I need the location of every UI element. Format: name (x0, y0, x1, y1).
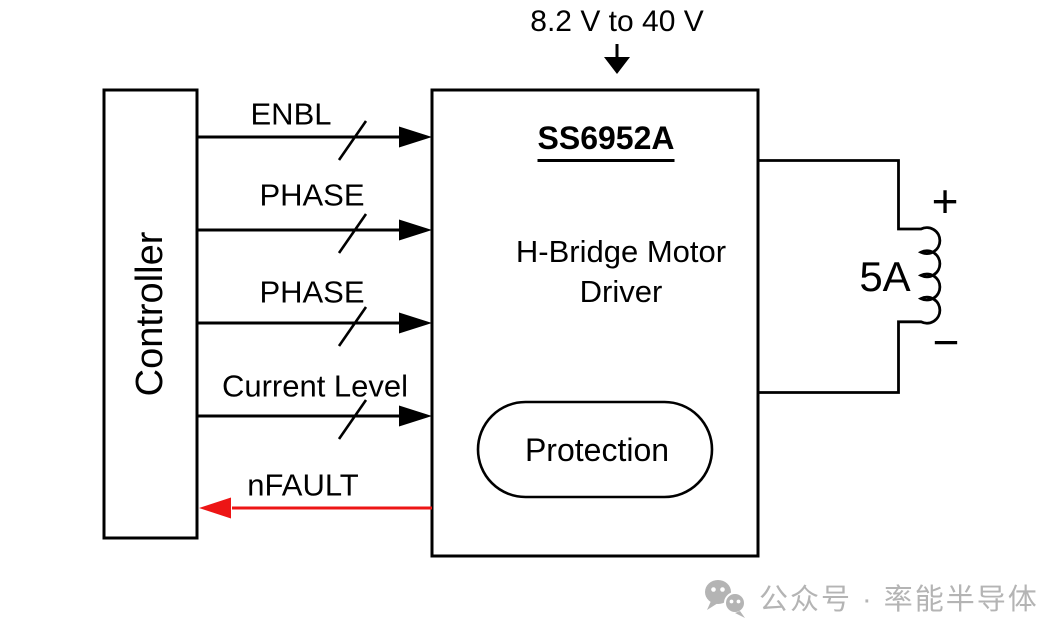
current-level-bus-slash (337, 399, 368, 440)
watermark: 公众号 · 率能半导体 (704, 579, 1039, 621)
wechat-icon-big-tail (707, 601, 718, 610)
wechat-icon-big-eye-right (720, 587, 725, 592)
load-polarity-minus: − (932, 316, 960, 368)
signal-label-phase2: PHASE (259, 274, 365, 310)
chip-description: H-Bridge Motor Driver (516, 232, 726, 312)
enbl-arrowhead (399, 126, 432, 148)
enbl-bus-slash (337, 120, 368, 161)
chip-description-line1: H-Bridge Motor (515, 234, 727, 269)
wechat-icon-small-bubble (724, 592, 746, 614)
controller-box (102, 88, 199, 540)
chip-description-line2: Driver (579, 274, 663, 309)
wechat-icon-big-bubble (705, 580, 731, 604)
phase2-bus-slash (337, 306, 368, 347)
wechat-icon (705, 580, 746, 618)
signal-label-nfault: nFAULT (247, 467, 359, 503)
wechat-icon-small-eye-right (736, 599, 741, 604)
chip-name: SS6952A (537, 120, 675, 162)
wechat-icon-small-tail (735, 611, 745, 618)
protection-pill (476, 400, 714, 499)
phase1-bus-slash (337, 213, 368, 254)
inductor-load-wire (758, 159, 942, 394)
wechat-icon-small-eye-left (729, 599, 734, 604)
signal-label-current-level: Current Level (221, 368, 409, 404)
current-level-arrowhead (399, 405, 432, 427)
watermark-text: 公众号 · 率能半导体 (759, 583, 1039, 616)
signal-label-enbl: ENBL (250, 96, 332, 132)
phase1-arrowhead (399, 219, 432, 241)
nfault-arrowhead (199, 497, 231, 519)
supply-arrowhead (604, 57, 630, 74)
protection-label: Protection (524, 432, 670, 468)
chip-name-text: SS6952A (537, 120, 675, 162)
signal-label-phase1: PHASE (259, 177, 365, 213)
wechat-icon-big-eye-left (711, 587, 716, 592)
load-polarity-plus: + (931, 175, 959, 227)
supply-voltage-label: 8.2 V to 40 V (530, 5, 704, 38)
phase2-arrowhead (399, 312, 432, 334)
load-current-label: 5A (859, 253, 911, 300)
controller-label: Controller (129, 231, 171, 397)
